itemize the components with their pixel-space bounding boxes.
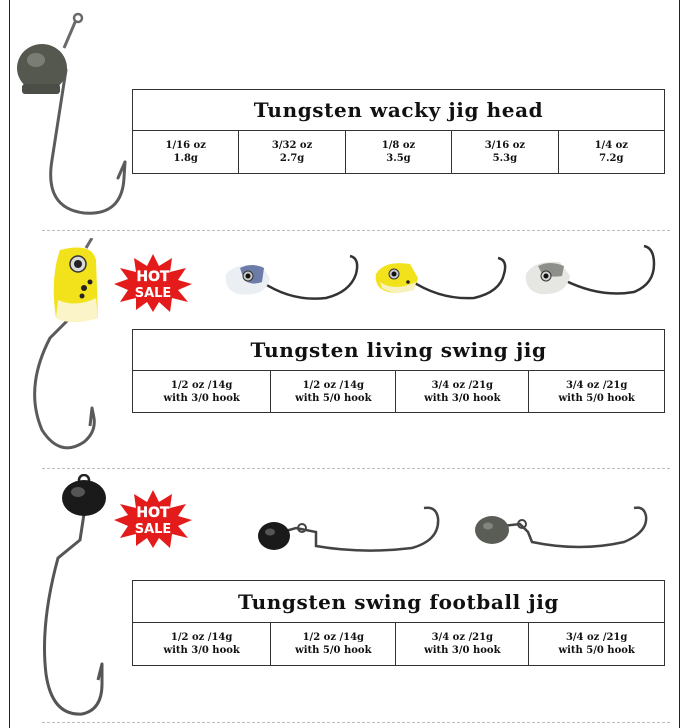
spec-detail: with 5/0 hook	[295, 645, 372, 656]
section-title: Tungsten swing football jig	[132, 580, 665, 623]
spec-cell: 1/2 oz /14g with 5/0 hook	[270, 622, 397, 666]
spec-cell: 1/16 oz 1.8g	[131, 130, 240, 174]
wacky-jig-spec-table: Tungsten wacky jig head 1/16 oz 1.8g 3/32…	[131, 89, 666, 174]
spec-weight: 3/16 oz	[484, 140, 526, 151]
spec-cell: 3/16 oz 5.3g	[451, 130, 559, 174]
swing-football-jig-variant-1	[258, 506, 440, 552]
badge-sale-text: SALE	[135, 522, 172, 537]
badge-hot-text: HOT	[136, 505, 170, 521]
section-title: Tungsten wacky jig head	[132, 89, 665, 131]
starburst-icon	[114, 490, 192, 548]
spec-weight: 3/4 oz /21g	[565, 379, 628, 391]
badge-hot-text: HOT	[136, 269, 170, 285]
spec-detail: 2.7g	[279, 153, 305, 164]
spec-cell: 1/2 oz /14g with 3/0 hook	[131, 622, 272, 666]
swing-football-jig-spec-table: Tungsten swing football jig 1/2 oz /14g w…	[131, 580, 665, 666]
spec-detail: with 3/0 hook	[163, 645, 240, 656]
spec-cell: 1/4 oz 7.2g	[557, 130, 666, 174]
living-swing-jig-variant-2	[375, 256, 507, 300]
badge-sale-text: SALE	[135, 286, 172, 301]
section-title: Tungsten living swing jig	[132, 329, 665, 371]
spec-weight: 1/4 oz	[594, 140, 628, 151]
spec-weight: 1/2 oz /14g	[302, 632, 365, 643]
swing-football-jig-image	[43, 474, 106, 716]
spec-detail: 7.2g	[599, 153, 624, 164]
spec-detail: 3.5g	[386, 153, 411, 164]
section-divider	[42, 468, 670, 469]
spec-weight: 3/32 oz	[271, 140, 313, 151]
spec-detail: 1.8g	[173, 153, 198, 164]
spec-weight: 1/2 oz /14g	[170, 379, 233, 391]
living-swing-jig-variant-3	[525, 244, 656, 295]
spec-weight: 3/4 oz /21g	[431, 632, 494, 643]
hot-sale-badge: HOT SALE	[114, 490, 192, 548]
spec-detail: with 5/0 hook	[295, 392, 372, 404]
starburst-icon	[114, 254, 192, 312]
spec-detail: 5.3g	[492, 153, 518, 164]
hot-sale-badge: HOT SALE	[114, 254, 192, 312]
section-divider	[42, 722, 670, 723]
spec-detail: with 3/0 hook	[424, 392, 501, 404]
page-border-right	[679, 0, 680, 728]
living-swing-jig-variant-1	[225, 254, 359, 300]
spec-cell: 3/4 oz /21g with 5/0 hook	[528, 622, 665, 666]
page-border-left	[9, 0, 10, 728]
wacky-jig-head-image	[17, 12, 127, 215]
spec-weight: 3/4 oz /21g	[431, 379, 494, 391]
spec-detail: with 3/0 hook	[424, 645, 501, 656]
spec-detail: with 5/0 hook	[558, 392, 635, 404]
living-swing-jig-image	[33, 238, 98, 450]
spec-cell: 3/4 oz /21g with 3/0 hook	[395, 622, 530, 666]
spec-weight: 3/4 oz /21g	[565, 632, 628, 643]
section-divider	[42, 230, 670, 231]
spec-weight: 1/2 oz /14g	[170, 632, 233, 643]
swing-football-jig-variant-2	[475, 506, 648, 549]
spec-weight: 1/8 oz	[381, 140, 416, 151]
spec-weight: 1/2 oz /14g	[302, 379, 365, 391]
spec-detail: with 3/0 hook	[163, 392, 240, 404]
spec-weight: 1/16 oz	[165, 140, 206, 151]
spec-cell: 1/8 oz 3.5g	[344, 130, 453, 174]
spec-cell: 3/32 oz 2.7g	[238, 130, 346, 174]
spec-detail: with 5/0 hook	[558, 645, 635, 656]
